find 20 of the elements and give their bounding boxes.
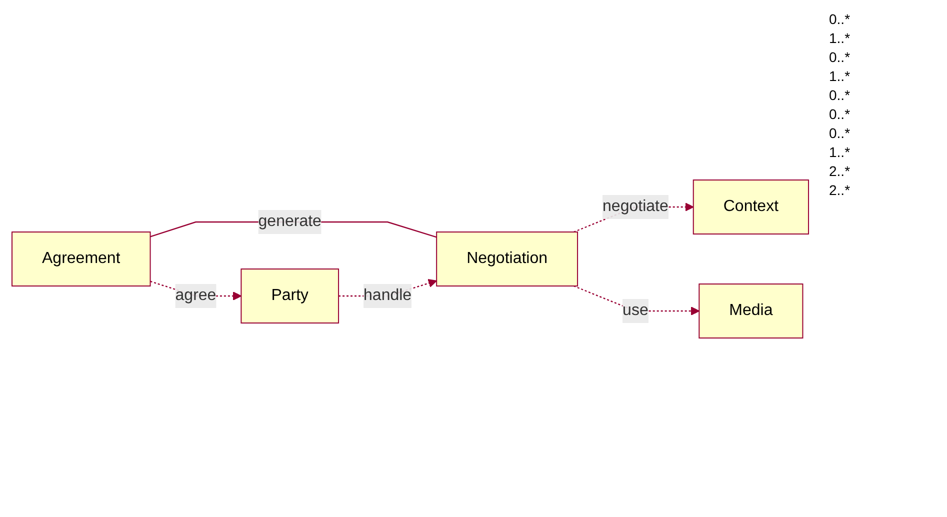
multiplicity-label: 0..* [829,87,852,103]
edge-label: use [622,302,649,318]
edge-label: agree [176,286,216,304]
multiplicity-label: 0..* [829,49,852,65]
edge-label: negotiate [602,198,669,214]
edge-label: handle [364,286,412,304]
multiplicity-label: 1..* [829,30,852,46]
multiplicity-label: 0..* [829,106,852,122]
multiplicity-label: 1..* [829,144,852,160]
edge-label: generate [258,212,322,230]
multiplicity-label: 0..* [829,11,852,27]
multiplicity-label: 2..* [829,163,852,179]
node-box: Media [698,283,804,338]
multiplicity-label: 0..* [829,125,852,141]
multiplicity-label: 1..* [829,68,852,84]
node-box: Context [693,179,810,234]
multiplicity-label: 2..* [829,182,852,198]
node-box: Agreement [12,231,151,286]
node-box: Party [240,268,340,323]
node-box: Negotiation [436,231,578,286]
